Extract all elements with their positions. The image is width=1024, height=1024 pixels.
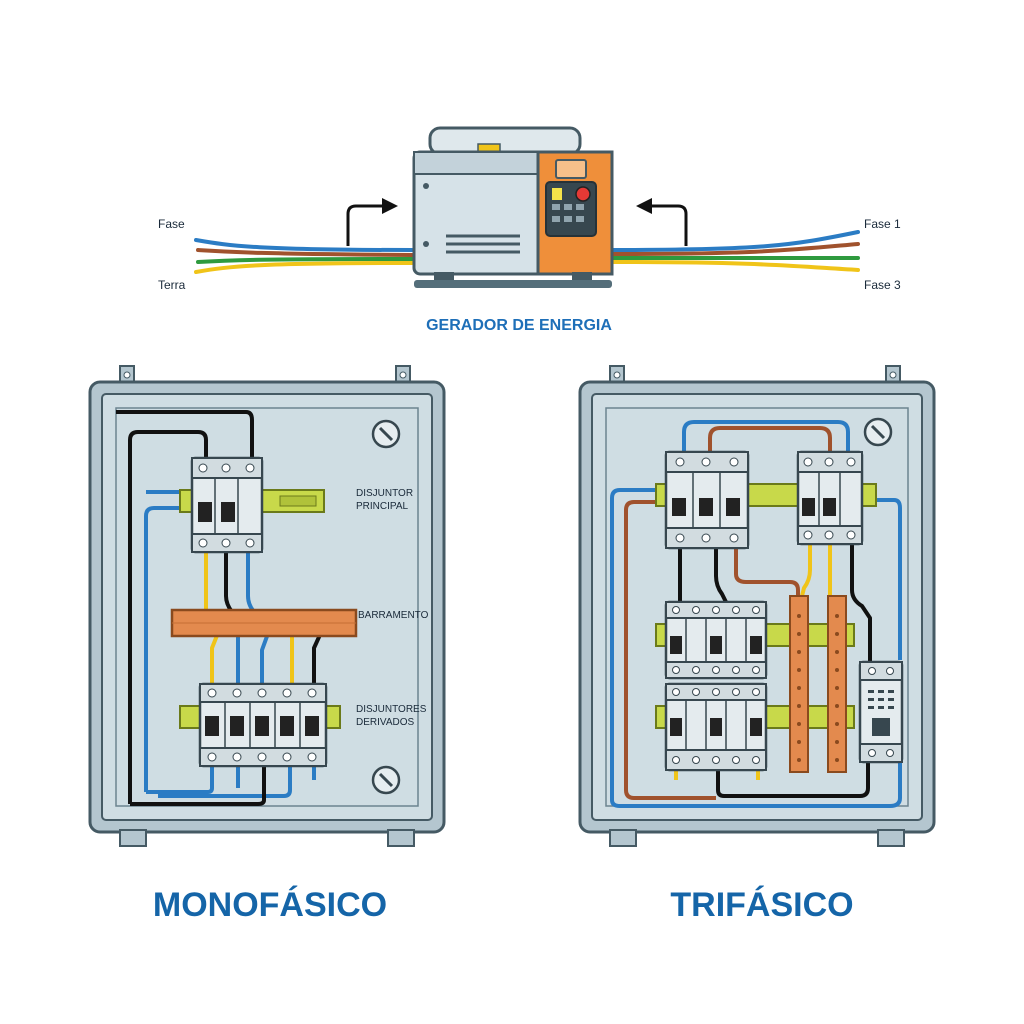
mono-foot-left (119, 829, 147, 847)
tri-branch-toggle[interactable] (710, 636, 722, 654)
tri-branch-row-1 (664, 600, 768, 680)
tri-foot-right (877, 829, 905, 847)
generator-top-strip (413, 151, 539, 175)
tri-main-breaker-toggle[interactable] (672, 498, 686, 516)
mono-hanger-hole (399, 371, 407, 379)
generator-base (414, 280, 612, 288)
panel-trifasico: TRIFÁSICO (578, 365, 936, 924)
mono-title: MONOFÁSICO (153, 886, 387, 924)
generator-caption: GERADOR DE ENERGIA (426, 317, 612, 334)
mono-branch-toggle[interactable] (305, 716, 319, 736)
tri-hanger-hole (613, 371, 621, 379)
tri-busbar-1 (789, 595, 809, 773)
arrow-left-icon (346, 204, 384, 246)
arrow-left-head-icon (382, 198, 398, 214)
generator-key[interactable] (552, 204, 560, 210)
tri-side-device (858, 660, 904, 764)
generator-vent (446, 234, 520, 254)
generator-indicator-yellow (552, 188, 562, 200)
label-fase-3: Fase 3 (864, 278, 901, 292)
tri-secondary-toggle[interactable] (823, 498, 836, 516)
arrow-right-icon (650, 204, 688, 246)
mono-branch-breakers (198, 682, 328, 768)
generator-start-button[interactable] (575, 186, 591, 202)
label-disjuntores-derivados-2: DERIVADOS (356, 717, 414, 728)
generator-foot-left (434, 272, 454, 282)
label-disjuntor-principal-2: PRINCIPAL (356, 501, 408, 512)
arrow-right-head-icon (636, 198, 652, 214)
generator-key[interactable] (576, 204, 584, 210)
generator-foot-right (572, 272, 592, 282)
mono-branch-toggle[interactable] (255, 716, 269, 736)
generator-key[interactable] (564, 216, 572, 222)
tri-busbar-2 (827, 595, 847, 773)
generator-screw (423, 183, 429, 189)
tri-secondary-breaker (796, 450, 864, 546)
mono-branch-toggle[interactable] (205, 716, 219, 736)
tri-branch-row-2 (664, 682, 768, 772)
tri-main-breaker (664, 450, 750, 550)
generator-group: Fase Terra Fase 1 Fase 3 GERADOR DE ENER… (158, 126, 901, 334)
label-fase-1: Fase 1 (864, 217, 901, 231)
tri-hanger-hole (889, 371, 897, 379)
panel-monofasico: DISJUNTOR PRINCIPAL BARRAMENTO DISJUNTOR… (88, 365, 446, 924)
right-cable-bundle (610, 230, 860, 272)
generator-key[interactable] (552, 216, 560, 222)
tri-branch-toggle[interactable] (750, 718, 762, 736)
generator-screw (423, 241, 429, 247)
label-fase: Fase (158, 217, 185, 231)
label-disjuntor-principal-1: DISJUNTOR (356, 488, 413, 499)
tri-branch-toggle[interactable] (670, 636, 682, 654)
tri-wiring (610, 420, 902, 808)
tri-side-device-toggle[interactable] (872, 718, 890, 736)
tri-secondary-toggle[interactable] (802, 498, 815, 516)
tri-main-breaker-toggle[interactable] (726, 498, 740, 516)
mono-branch-toggle[interactable] (230, 716, 244, 736)
label-disjuntores-derivados-1: DISJUNTORES (356, 704, 427, 715)
mono-branch-toggle[interactable] (280, 716, 294, 736)
tri-branch-toggle[interactable] (750, 636, 762, 654)
tri-foot-left (609, 829, 637, 847)
tri-branch-toggle[interactable] (670, 718, 682, 736)
mono-main-breaker-toggle[interactable] (221, 502, 235, 522)
generator-display (555, 159, 587, 179)
tri-title: TRIFÁSICO (670, 886, 853, 924)
tri-main-breaker-toggle[interactable] (699, 498, 713, 516)
label-barramento: BARRAMENTO (358, 610, 429, 621)
left-cable-bundle (194, 238, 414, 274)
mono-foot-right (387, 829, 415, 847)
mono-hanger-hole (123, 371, 131, 379)
tri-branch-toggle[interactable] (710, 718, 722, 736)
generator-key[interactable] (564, 204, 572, 210)
mono-main-breaker (190, 456, 264, 554)
label-terra: Terra (158, 278, 186, 292)
mono-main-breaker-toggle[interactable] (198, 502, 212, 522)
generator-key[interactable] (576, 216, 584, 222)
generator-handle (428, 126, 582, 156)
